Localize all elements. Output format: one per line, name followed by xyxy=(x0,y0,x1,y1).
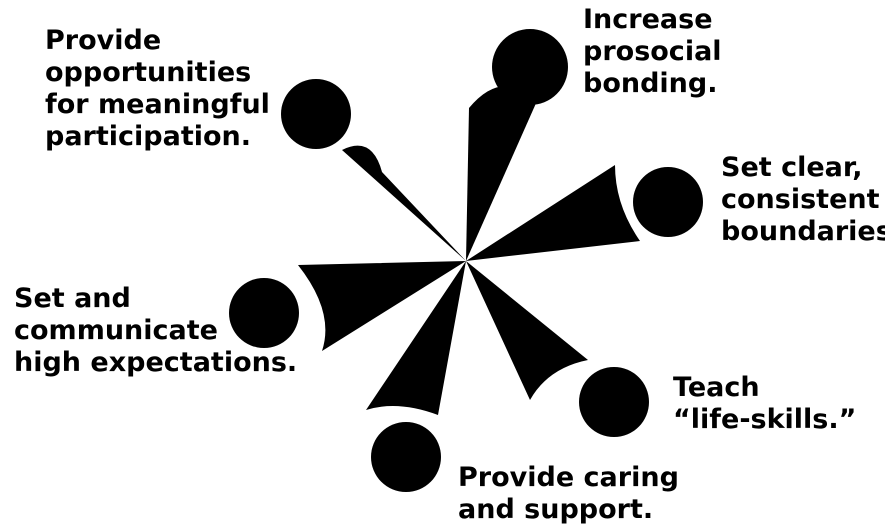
dot-high-expectations xyxy=(229,278,299,348)
label-line: communicate xyxy=(14,315,218,346)
label-line: high expectations. xyxy=(14,347,298,378)
label-line: Set and xyxy=(14,283,131,314)
dot-caring-support xyxy=(371,422,441,492)
label-clear-boundaries: Set clear, consistent boundaries. xyxy=(721,152,885,248)
spoke-high-expectations xyxy=(229,261,466,351)
label-caring-support: Provide caring and support. xyxy=(458,462,679,526)
dot-clear-boundaries xyxy=(633,167,703,237)
label-line: Set clear, xyxy=(721,152,863,183)
label-line: Teach xyxy=(673,372,760,403)
dot-meaningful-participation xyxy=(281,79,351,149)
label-life-skills: Teach “life-skills.” xyxy=(673,372,856,436)
spoke-prosocial-bonding xyxy=(466,29,568,262)
label-meaningful-participation: Provide opportunities for meaningful par… xyxy=(45,25,270,153)
label-line: Provide caring xyxy=(458,462,679,493)
label-line: bonding. xyxy=(583,68,718,99)
spoke-caring-support xyxy=(366,261,466,492)
spoke-life-skills xyxy=(466,261,649,437)
label-line: “life-skills.” xyxy=(673,404,857,435)
label-line: Provide xyxy=(45,25,162,56)
wedge-clear-boundaries xyxy=(466,165,640,261)
label-line: Increase xyxy=(583,4,713,35)
label-line: consistent xyxy=(721,184,880,215)
wedge-high-expectations xyxy=(298,261,466,351)
wedge-life-skills xyxy=(466,261,588,400)
label-high-expectations: Set and communicate high expectations. xyxy=(14,283,297,379)
wedge-prosocial-bonding xyxy=(466,86,537,262)
spoke-clear-boundaries xyxy=(466,165,703,261)
label-line: and support. xyxy=(458,494,654,525)
label-line: for meaningful xyxy=(45,89,270,120)
wedge-caring-support xyxy=(366,261,466,415)
wedge-meaningful-participation xyxy=(342,145,466,261)
label-line: boundaries. xyxy=(721,216,885,247)
label-line: opportunities xyxy=(45,57,252,88)
label-prosocial-bonding: Increase prosocial bonding. xyxy=(583,4,722,100)
spoke-meaningful-participation xyxy=(281,79,466,261)
label-line: participation. xyxy=(45,121,252,152)
dot-prosocial-bonding xyxy=(492,29,568,105)
label-line: prosocial xyxy=(583,36,722,67)
dot-life-skills xyxy=(579,367,649,437)
